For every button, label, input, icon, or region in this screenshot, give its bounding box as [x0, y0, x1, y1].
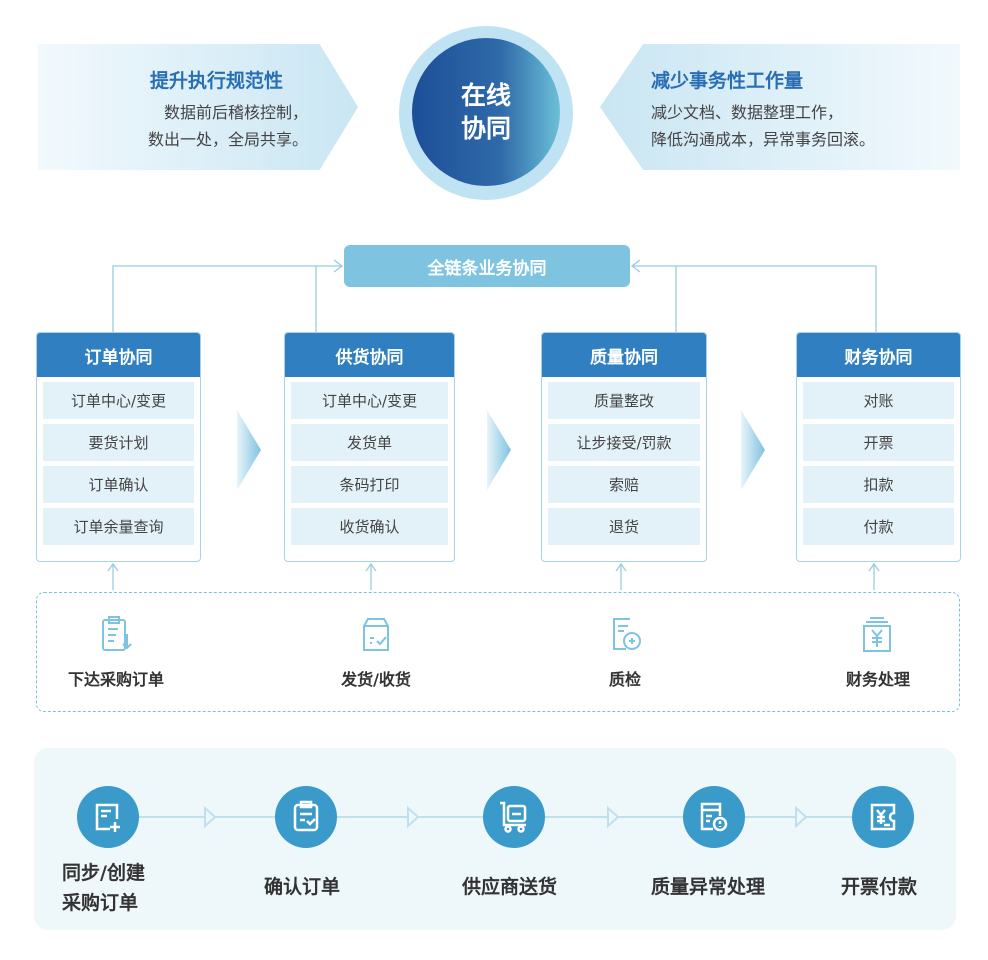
source-label: 下达采购订单 — [67, 670, 164, 689]
invoice-yen-icon — [852, 786, 914, 848]
card-item[interactable]: 质量整改 — [548, 382, 700, 419]
card-item[interactable]: 让步接受/罚款 — [548, 424, 700, 461]
text-line: 降低沟通成本，异常事务回滚。 — [651, 130, 876, 149]
card-item[interactable]: 扣款 — [803, 466, 954, 503]
clipboard-check-icon — [275, 786, 337, 848]
source-label: 质检 — [608, 670, 641, 689]
process-label: 供应商送货 — [462, 876, 558, 898]
card-item[interactable]: 付款 — [803, 508, 954, 545]
document-alert-icon — [683, 786, 745, 848]
left-banner-title: 提升执行规范性 — [150, 70, 284, 92]
clipboard-download-icon — [102, 616, 132, 651]
process-label: 确认订单 — [264, 876, 341, 898]
connector-lines — [107, 259, 880, 590]
card-title: 质量协同 — [542, 333, 706, 377]
card-item[interactable]: 条码打印 — [291, 466, 448, 503]
source-label: 发货/收货 — [341, 670, 411, 689]
yen-stack-icon — [863, 617, 891, 652]
card-item[interactable]: 要货计划 — [43, 424, 194, 461]
cart-icon — [483, 786, 545, 848]
card-item[interactable]: 索赔 — [548, 466, 700, 503]
full-chain-collaboration: 全链条业务协同 — [344, 245, 630, 287]
card-item[interactable]: 收货确认 — [291, 508, 448, 545]
box-check-icon — [363, 618, 389, 651]
card-item[interactable]: 退货 — [548, 508, 700, 545]
process-label: 质量异常处理 — [651, 876, 766, 898]
center-circle: 在线 协同 — [412, 38, 560, 186]
card-item[interactable]: 订单中心/变更 — [291, 382, 448, 419]
process-label-line: 采购订单 — [62, 892, 139, 914]
card-item[interactable]: 订单余量查询 — [43, 508, 194, 545]
text-line: 减少文档、数据整理工作， — [651, 103, 844, 122]
card-item[interactable]: 订单中心/变更 — [43, 382, 194, 419]
left-banner — [38, 44, 358, 170]
inspection-icon — [613, 618, 641, 650]
process-label-line: 同步/创建 — [62, 862, 145, 884]
card-title: 财务协同 — [797, 333, 960, 377]
text-line: 数据前后稽核控制， — [163, 103, 308, 122]
card-item[interactable]: 开票 — [803, 424, 954, 461]
source-label: 财务处理 — [845, 670, 910, 689]
right-banner-title: 减少事务性工作量 — [651, 70, 804, 92]
left-banner-text: 数据前后稽核控制， 数出一处，全局共享。 — [148, 99, 308, 153]
document-add-icon — [77, 786, 139, 848]
process-label: 同步/创建 采购订单 — [62, 858, 145, 918]
right-banner — [600, 44, 960, 170]
center-text: 在线 — [460, 81, 511, 110]
right-banner-text: 减少文档、数据整理工作， 降低沟通成本，异常事务回滚。 — [651, 99, 875, 153]
center-text: 协同 — [460, 114, 511, 143]
card-supply: 供货协同 订单中心/变更 发货单 条码打印 收货确认 — [284, 332, 455, 562]
card-item[interactable]: 对账 — [803, 382, 954, 419]
source-actions-box — [36, 592, 960, 712]
card-item[interactable]: 订单确认 — [43, 466, 194, 503]
card-order: 订单协同 订单中心/变更 要货计划 订单确认 订单余量查询 — [36, 332, 201, 562]
card-finance: 财务协同 对账 开票 扣款 付款 — [796, 332, 961, 562]
text-line: 数出一处，全局共享。 — [147, 130, 308, 149]
card-quality: 质量协同 质量整改 让步接受/罚款 索赔 退货 — [541, 332, 707, 562]
card-item[interactable]: 发货单 — [291, 424, 448, 461]
card-title: 供货协同 — [285, 333, 454, 377]
process-label: 开票付款 — [841, 876, 918, 898]
card-title: 订单协同 — [37, 333, 200, 377]
